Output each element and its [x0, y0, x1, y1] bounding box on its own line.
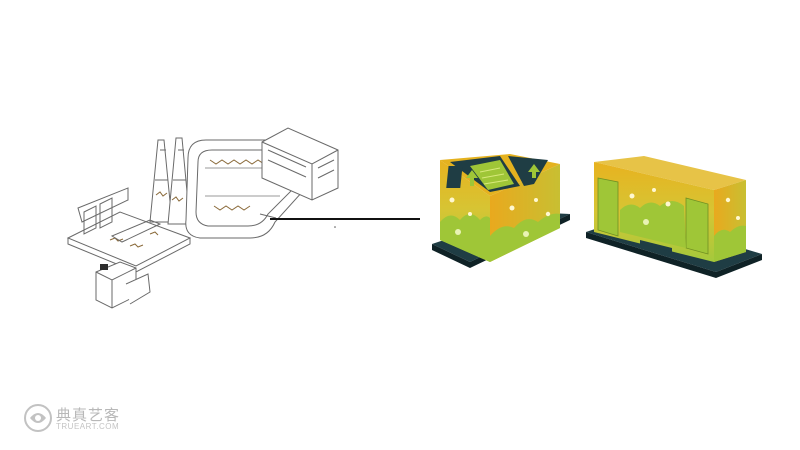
factory-building [261, 127, 339, 201]
stray-dot [334, 226, 336, 228]
arrow-up-icon [528, 164, 540, 178]
factory-platform [66, 187, 192, 273]
arrow-up-icon [446, 166, 478, 188]
watermark-logo-icon [24, 404, 52, 432]
factory-illustration [66, 127, 339, 309]
watermark-cn: 典真艺客 [56, 406, 121, 424]
recycling-bin-front [432, 154, 570, 268]
watermark: 典真艺客 TRUEART.COM [18, 400, 138, 440]
control-booth [95, 261, 151, 309]
recycling-bin-box [586, 156, 762, 278]
watermark-en: TRUEART.COM [56, 422, 120, 431]
chimney-icon [149, 137, 191, 225]
